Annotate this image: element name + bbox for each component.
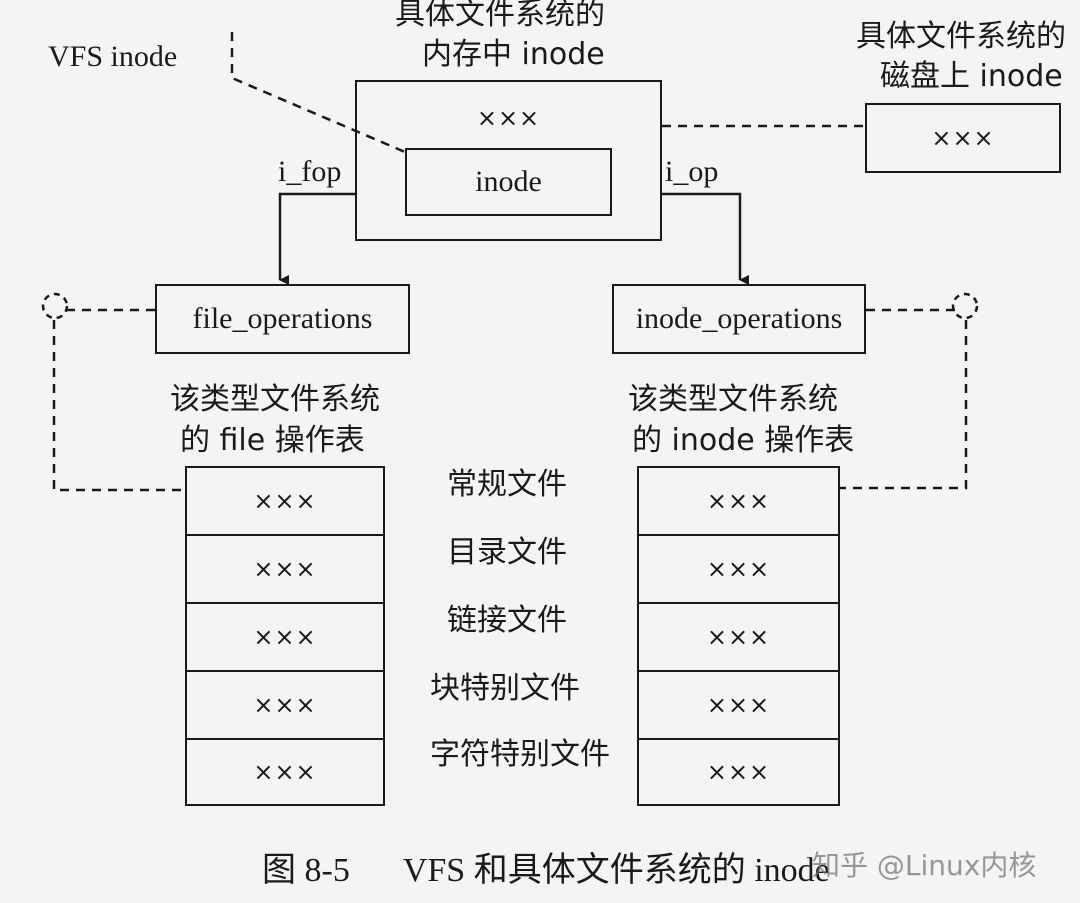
figure-caption: 图 8-5 VFS 和具体文件系统的 inode xyxy=(262,842,830,891)
mem-inode-box: ××× xyxy=(355,80,662,241)
i-op-arrow xyxy=(662,192,749,285)
inode-ops-row: ××× xyxy=(637,738,840,806)
file-ops-row-value: ××× xyxy=(253,623,317,651)
inner-inode-label: inode xyxy=(475,165,542,198)
file-ops-row: ××× xyxy=(185,534,385,604)
file-ops-row-value: ××× xyxy=(253,555,317,583)
disk-inode-field: ××× xyxy=(931,124,995,152)
file-ops-row: ××× xyxy=(185,466,385,536)
file-ops-table-label-line2: 的 file 操作表 xyxy=(180,423,365,458)
i-fop-label: i_fop xyxy=(278,155,342,188)
figure-number: 图 8-5 xyxy=(262,852,350,889)
disk-inode-label-line2: 磁盘上 inode xyxy=(880,59,1063,94)
inode-operations-label: inode_operations xyxy=(635,302,843,335)
file-ops-row: ××× xyxy=(185,602,385,672)
file-operations-label: file_operations xyxy=(192,302,373,335)
inner-inode-box: inode xyxy=(405,148,612,216)
file-ops-row-value: ××× xyxy=(253,758,317,786)
file-ops-row-value: ××× xyxy=(253,487,317,515)
file-type-label: 块特别文件 xyxy=(430,671,580,706)
file-type-label: 目录文件 xyxy=(447,535,567,570)
inode-operations-box: inode_operations xyxy=(612,284,866,354)
file-ops-row: ××× xyxy=(185,670,385,740)
figure-title: VFS 和具体文件系统的 inode xyxy=(402,852,830,889)
i-fop-arrow xyxy=(278,192,355,285)
file-ops-table-label-line1: 该类型文件系统 xyxy=(170,382,380,417)
file-ops-row: ××× xyxy=(185,738,385,806)
inode-ops-row: ××× xyxy=(637,534,840,604)
disk-inode-box: ××× xyxy=(865,103,1061,173)
inode-ops-row: ××× xyxy=(637,670,840,740)
inode-ops-row: ××× xyxy=(637,466,840,536)
mem-inode-label-line1: 具体文件系统的 xyxy=(395,0,605,32)
file-type-label: 链接文件 xyxy=(447,603,567,638)
file-type-label: 常规文件 xyxy=(447,467,567,502)
i-op-label: i_op xyxy=(665,155,719,188)
inode-ops-row-value: ××× xyxy=(706,487,771,515)
left-dashed-loop xyxy=(52,308,185,492)
file-type-label: 字符特别文件 xyxy=(430,737,610,772)
inode-ops-table-label-line1: 该类型文件系统 xyxy=(628,382,838,417)
right-dashed-circle xyxy=(951,292,979,320)
file-operations-box: file_operations xyxy=(155,284,410,354)
inode-ops-row-value: ××× xyxy=(706,691,771,719)
vfs-inode-label: VFS inode xyxy=(48,40,178,73)
disk-inode-label-line1: 具体文件系统的 xyxy=(856,19,1066,54)
right-dashed-loop xyxy=(840,308,968,490)
inode-ops-row-value: ××× xyxy=(706,555,771,583)
left-dashed-circle xyxy=(41,292,69,320)
file-ops-row-value: ××× xyxy=(253,691,317,719)
mem-inode-label-line2: 内存中 inode xyxy=(422,37,605,72)
watermark: 知乎 @Linux内核 xyxy=(812,849,1037,882)
inode-ops-row-value: ××× xyxy=(706,623,771,651)
inode-ops-table-label-line2: 的 inode 操作表 xyxy=(632,423,855,458)
inode-ops-row-value: ××× xyxy=(706,758,771,786)
inode-ops-row: ××× xyxy=(637,602,840,672)
mem-inode-field: ××× xyxy=(476,104,541,132)
